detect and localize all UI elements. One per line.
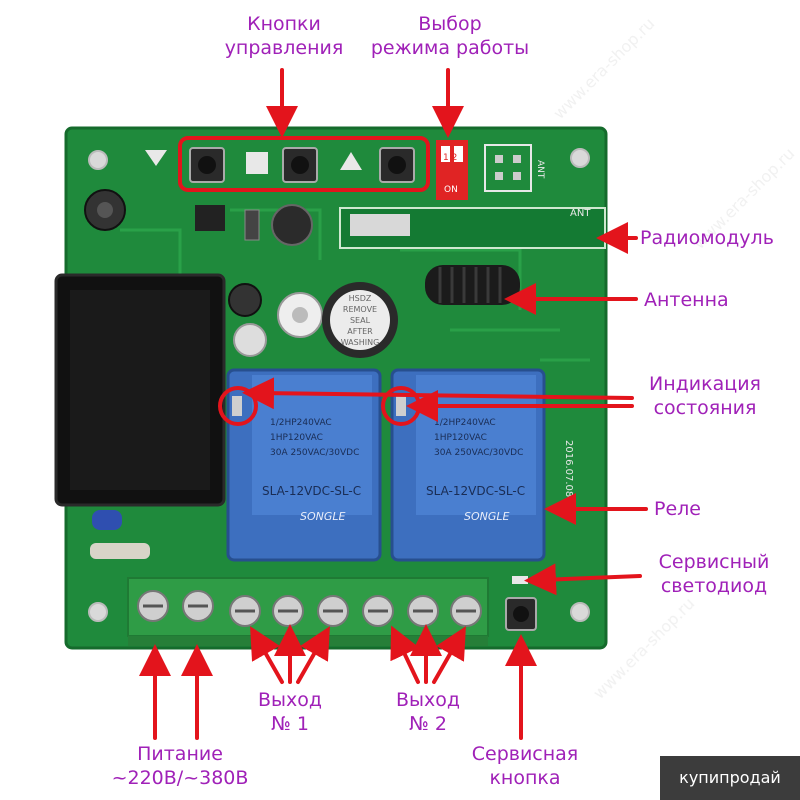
label-line: Сервисный bbox=[658, 551, 770, 573]
label-line: кнопка bbox=[489, 767, 561, 789]
capacitor-top bbox=[84, 189, 126, 231]
service-led bbox=[512, 576, 528, 584]
down-triangle-icon bbox=[145, 150, 167, 166]
label-line: Реле bbox=[654, 498, 701, 520]
label-line: № 1 bbox=[271, 713, 309, 735]
svg-text:AFTER: AFTER bbox=[347, 327, 373, 336]
label-service-button: Сервисная кнопка bbox=[450, 742, 600, 790]
label-radio-module: Радиомодуль bbox=[640, 226, 774, 250]
label-line: Радиомодуль bbox=[640, 227, 774, 249]
svg-text:1HP120VAC: 1HP120VAC bbox=[270, 433, 323, 443]
svg-text:2016.07.08: 2016.07.08 bbox=[563, 440, 574, 497]
svg-text:1/2HP240VAC: 1/2HP240VAC bbox=[434, 418, 496, 428]
mounting-holes bbox=[88, 148, 590, 622]
relay-1: 30A 250VAC/30VDC 1HP120VAC 1/2HP240VAC S… bbox=[226, 368, 382, 562]
label-line: Сервисная bbox=[471, 743, 579, 765]
label-mode-select: Выбор режима работы bbox=[360, 12, 540, 60]
label-status-indication: Индикация состояния bbox=[630, 372, 780, 420]
label-output-2: Выход № 2 bbox=[378, 688, 478, 736]
inductor bbox=[271, 204, 313, 246]
svg-text:30A 250VAC/30VDC: 30A 250VAC/30VDC bbox=[434, 448, 523, 458]
label-line: Индикация bbox=[649, 373, 761, 395]
svg-text:HSDZ: HSDZ bbox=[349, 294, 372, 303]
antenna-coil bbox=[425, 265, 520, 305]
label-control-buttons: Кнопки управления bbox=[204, 12, 364, 60]
svg-text:SLA-12VDC-SL-C: SLA-12VDC-SL-C bbox=[426, 484, 525, 498]
control-buttons bbox=[145, 147, 415, 183]
ic-chip bbox=[195, 205, 225, 231]
label-line: Кнопки bbox=[247, 13, 321, 35]
kupiprodai-badge: купипродай bbox=[660, 756, 800, 800]
label-power: Питание ~220В/~380В bbox=[80, 742, 280, 790]
capacitors bbox=[228, 283, 323, 357]
svg-text:1/2HP240VAC: 1/2HP240VAC bbox=[270, 418, 332, 428]
svg-text:SLA-12VDC-SL-C: SLA-12VDC-SL-C bbox=[262, 484, 361, 498]
svg-text:30A 250VAC/30VDC: 30A 250VAC/30VDC bbox=[270, 448, 359, 458]
svg-text:REMOVE: REMOVE bbox=[343, 305, 377, 314]
label-service-led: Сервисный светодиод bbox=[634, 550, 794, 598]
label-line: Выход bbox=[257, 689, 323, 711]
label-relay: Реле bbox=[654, 497, 701, 521]
label-line: режима работы bbox=[370, 37, 530, 59]
svg-text:SONGLE: SONGLE bbox=[464, 510, 510, 523]
svg-text:www.era-shop.ru: www.era-shop.ru bbox=[549, 14, 658, 123]
label-line: № 2 bbox=[409, 713, 447, 735]
label-line: светодиод bbox=[660, 575, 768, 597]
annotation-arrows bbox=[139, 68, 648, 740]
label-line: Антенна bbox=[644, 289, 729, 311]
ant-connector: ANT bbox=[484, 144, 545, 192]
service-button bbox=[505, 597, 537, 631]
label-antenna: Антенна bbox=[644, 288, 729, 312]
square-icon bbox=[246, 152, 268, 174]
label-line: Выбор bbox=[418, 13, 482, 35]
control-buttons-highlight bbox=[178, 136, 430, 192]
buzzer: HSDZ REMOVE SEAL AFTER WASHING bbox=[322, 282, 398, 358]
label-line: Питание bbox=[137, 743, 223, 765]
up-triangle-icon bbox=[340, 152, 362, 170]
label-output-1: Выход № 1 bbox=[240, 688, 340, 736]
label-line: Выход bbox=[395, 689, 461, 711]
svg-text:ANT: ANT bbox=[570, 208, 591, 219]
svg-text:ON: ON bbox=[444, 185, 458, 195]
label-line: управления bbox=[224, 37, 344, 59]
svg-text:WASHING: WASHING bbox=[341, 338, 380, 347]
svg-text:SEAL: SEAL bbox=[350, 316, 371, 325]
svg-text:1HP120VAC: 1HP120VAC bbox=[434, 433, 487, 443]
dip-switch: 1 2 ON bbox=[436, 140, 468, 200]
label-line: состояния bbox=[653, 397, 757, 419]
svg-text:SONGLE: SONGLE bbox=[300, 510, 346, 523]
svg-text:1 2: 1 2 bbox=[443, 153, 457, 163]
label-line: ~220В/~380В bbox=[111, 767, 249, 789]
svg-text:ANT: ANT bbox=[535, 160, 545, 179]
